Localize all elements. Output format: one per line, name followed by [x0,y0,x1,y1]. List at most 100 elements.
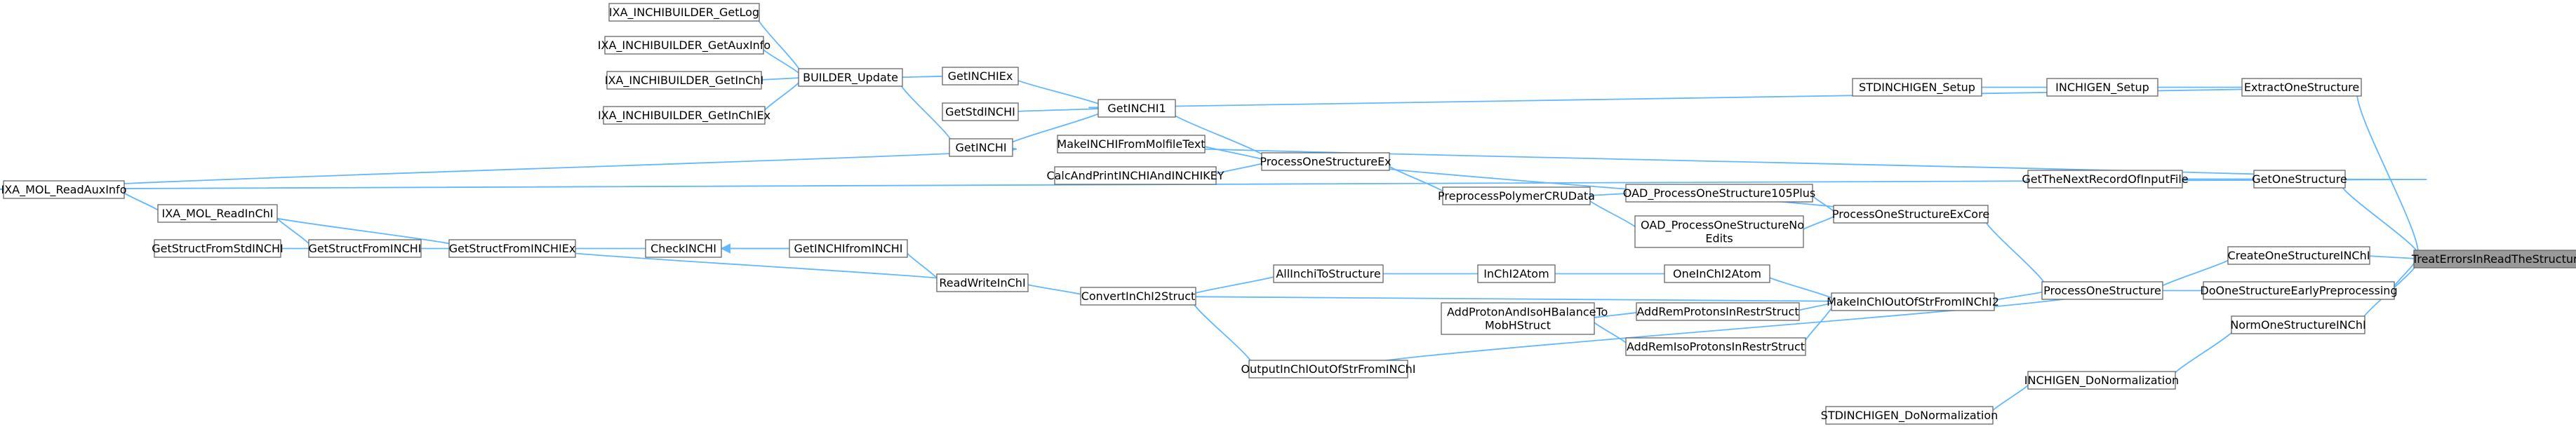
node-GetStructFromINCHIEx[interactable]: GetStructFromINCHIEx [448,239,576,258]
node-label: IXA_INCHIBUILDER_GetAuxInfo [598,39,770,53]
node-box [1625,337,1806,356]
edge-IXA_MOL_ReadAuxInfo-to-GetINCHI [57,142,1017,191]
edge-INCHIGEN_DoNormalization-to-NormOneStructureINChI [2170,320,2241,381]
node-box [949,138,1013,157]
node-CreateOneStructureINChI[interactable]: CreateOneStructureINChI [2227,246,2370,265]
node-GetOneStructure[interactable]: GetOneStructure [2252,170,2347,189]
edge-ReadWriteInChI-to-ConvertInChI2Struct [1023,282,1090,301]
node-label: NormOneStructureINChI [2230,318,2365,332]
node-INCHIGEN_DoNormalization[interactable]: INCHIGEN_DoNormalization [2024,371,2179,390]
node-label: ProcessOneStructureExCore [1832,207,1989,221]
node-box [1833,205,1989,224]
node-STDINCHIGEN_Setup[interactable]: STDINCHIGEN_Setup [1852,78,1982,97]
node-PreprocessPolymerCRUData[interactable]: PreprocessPolymerCRUData [1438,186,1595,205]
node-box [1057,135,1206,154]
node-label: CreateOneStructureINChI [2228,249,2370,262]
node-GetStructFromINCHI[interactable]: GetStructFromINCHI [308,239,422,258]
node-GetStructFromStdINCHI[interactable]: GetStructFromStdINCHI [152,239,283,258]
node-label: ReadWriteInChI [939,276,1025,290]
edge-GetINCHIEx-to-GetINCHI1 [1010,75,1107,114]
node-box [1852,78,1982,97]
node-label: GetOneStructure [2252,172,2347,186]
node-label: GetStdINCHI [945,105,1015,118]
node-box [448,239,576,258]
node-DoOneStructureEarlyPreprocessing[interactable]: DoOneStructureEarlyPreprocessing [2200,281,2398,300]
node-label: IXA_MOL_ReadAuxInfo [1,183,127,197]
node-IXA_MOL_ReadAuxInfo[interactable]: IXA_MOL_ReadAuxInfo [1,180,127,199]
edge-ConvertInChI2Struct-to-OutputInChIOutOfStrFromINChI [1190,295,1258,374]
node-label: DoOneStructureEarlyPreprocessing [2200,284,2397,297]
node-label: TreatErrorsInReadTheStructure [2411,252,2576,266]
node-label: IXA_INCHIBUILDER_GetInChI [605,74,764,88]
node-ReadWriteInChI[interactable]: ReadWriteInChI [936,273,1029,292]
node-box [789,239,908,258]
node-box [2041,281,2163,300]
node-GetStdINCHI[interactable]: GetStdINCHI [942,102,1019,121]
node-ExtractOneStructure[interactable]: ExtractOneStructure [2241,78,2362,97]
node-label: BUILDER_Update [803,71,898,85]
edge-MakeINCHIFromMolfileText-to-ProcessOneStructureEx [1199,143,1271,167]
node-OAD_ProcessOneStructure105Plus[interactable]: OAD_ProcessOneStructure105Plus [1623,184,1815,203]
node-CalcAndPrintINCHIAndINCHIKEY[interactable]: CalcAndPrintINCHIAndINCHIKEY [1046,166,1224,185]
node-box [1825,406,1994,425]
node-IXA_MOL_ReadInChI[interactable]: IXA_MOL_ReadInChI [157,204,278,223]
node-label: GetINCHIEx [948,69,1013,83]
node-box [603,106,766,125]
node-box [1634,215,1804,248]
node-GetTheNextRecordOfInputFile[interactable]: GetTheNextRecordOfInputFile [2022,170,2189,189]
node-ProcessOneStructure[interactable]: ProcessOneStructure [2041,281,2163,300]
node-STDINCHIGEN_DoNormalization[interactable]: STDINCHIGEN_DoNormalization [1821,406,1998,425]
node-AddRemIsoProtonsInRestrStruct[interactable]: AddRemIsoProtonsInRestrStruct [1625,337,1806,356]
node-label: INCHIGEN_Setup [2055,81,2149,95]
node-AddRemProtonsInRestrStruct[interactable]: AddRemProtonsInRestrStruct [1636,302,1800,321]
node-label: AddProtonAndIsoHBalanceTo [1447,306,1608,319]
node-OutputInChIOutOfStrFromINChI[interactable]: OutputInChIOutOfStrFromINChI [1241,360,1416,379]
node-label: ConvertInChI2Struct [1081,290,1196,303]
node-AllInchiToStructure[interactable]: AllInchiToStructure [1273,264,1384,283]
node-label: GetINCHIfromINCHI [794,242,903,255]
node-CheckINCHI[interactable]: CheckINCHI [645,239,722,258]
node-label: IXA_INCHIBUILDER_GetInChIEx [598,109,770,123]
node-InChI2Atom[interactable]: InChI2Atom [1477,264,1556,283]
node-label: GetStructFromStdINCHI [152,242,283,255]
node-box [2227,246,2370,265]
edge-AddProtonAndIsoHBalanceToMobHStruct-to-AddRemIsoProtonsInRestrStruct [1591,318,1635,352]
node-label: OAD_ProcessOneStructure105Plus [1623,186,1815,200]
node-IXA_INCHIBUILDER_GetInChIEx[interactable]: IXA_INCHIBUILDER_GetInChIEx [598,106,770,125]
node-label: CheckINCHI [650,242,716,255]
node-INCHIGEN_Setup[interactable]: INCHIGEN_Setup [2046,78,2158,97]
node-box [936,273,1029,292]
node-IXA_INCHIBUILDER_GetAuxInfo[interactable]: IXA_INCHIBUILDER_GetAuxInfo [598,36,770,55]
node-GetINCHIfromINCHI[interactable]: GetINCHIfromINCHI [789,239,908,258]
node-ProcessOneStructureEx[interactable]: ProcessOneStructureEx [1260,152,1392,171]
node-box [2253,170,2346,189]
node-label: InChI2Atom [1483,267,1549,280]
node-label: MakeInChIOutOfStrFromINChI2 [1827,295,1999,308]
node-box [645,239,722,258]
node-MakeINCHIFromMolfileText[interactable]: MakeINCHIFromMolfileText [1057,135,1206,154]
node-box [157,204,278,223]
edge-GetStdINCHI-to-GetINCHI1 [1010,103,1107,114]
node-GetINCHIEx[interactable]: GetINCHIEx [942,67,1019,86]
node-box [2027,371,2176,390]
node-ProcessOneStructureExCore[interactable]: ProcessOneStructureExCore [1832,205,1989,224]
node-MakeInChIOutOfStrFromINChI2[interactable]: MakeInChIOutOfStrFromINChI2 [1827,292,1999,311]
node-OneInChI2Atom[interactable]: OneInChI2Atom [1664,264,1770,283]
node-GetINCHI[interactable]: GetINCHI [949,138,1013,157]
node-box [1664,264,1770,283]
node-GetINCHI1[interactable]: GetINCHI1 [1097,99,1176,118]
node-box [1831,292,1995,311]
node-IXA_INCHIBUILDER_GetInChI[interactable]: IXA_INCHIBUILDER_GetInChI [605,71,764,90]
node-ConvertInChI2Struct[interactable]: ConvertInChI2Struct [1080,287,1196,306]
node-NormOneStructureINChI[interactable]: NormOneStructureINChI [2230,315,2366,334]
node-label: INCHIGEN_DoNormalization [2024,374,2179,388]
root-node: TreatErrorsInReadTheStructure [2411,250,2576,268]
node-label: MakeINCHIFromMolfileText [1057,137,1205,151]
node-IXA_INCHIBUILDER_GetLog[interactable]: IXA_INCHIBUILDER_GetLog [608,3,760,22]
node-BUILDER_Update[interactable]: BUILDER_Update [798,68,903,87]
node-box [608,3,760,22]
node-label: Edits [1705,232,1733,245]
